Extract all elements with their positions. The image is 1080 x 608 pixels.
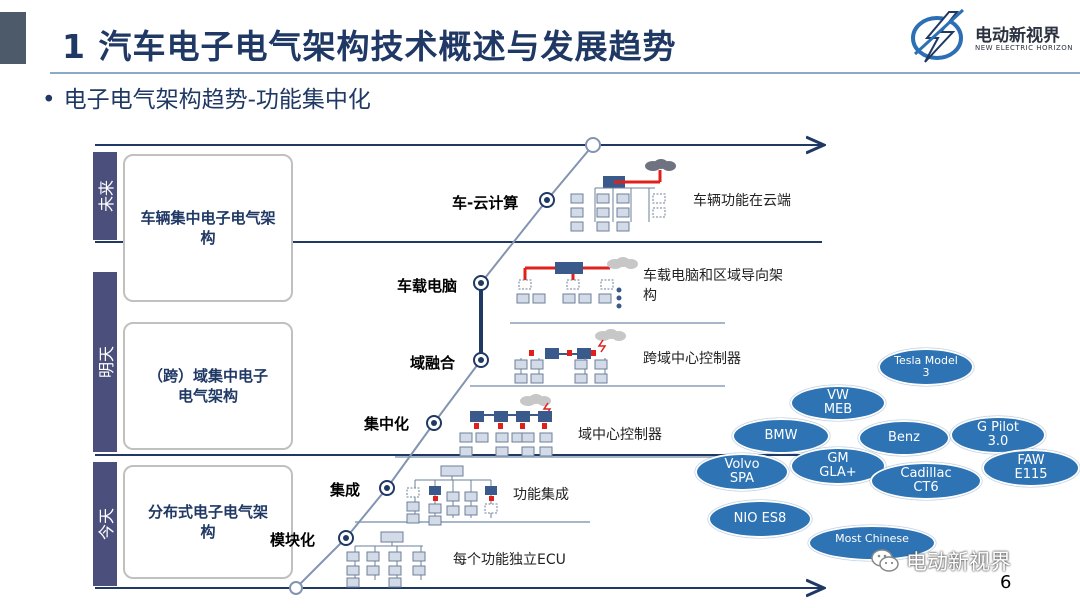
path-start-node <box>289 581 303 595</box>
page-title: 1 汽车电子电气架构技术概述与发展趋势 <box>62 27 677 66</box>
platform-ellipse: NIO ES8 <box>708 500 812 538</box>
path-end-node <box>585 137 601 153</box>
band-label-today: 今天 <box>93 462 117 586</box>
evolution-path <box>295 144 594 589</box>
stage-node-computer <box>473 275 489 291</box>
stage-label-modular: 模块化 <box>270 531 316 549</box>
brand-logo: 电动新视界 NEW ELECTRIC HORIZON <box>905 8 1080 66</box>
stage-desc-integrate: 功能集成 <box>513 487 569 503</box>
logo-chinese-text: 电动新视界 <box>975 26 1060 46</box>
subtitle-text: 电子电气架构趋势-功能集中化 <box>63 87 371 113</box>
header-accent-bar <box>0 12 26 64</box>
band-label-future: 未来 <box>93 152 117 240</box>
stage-desc-modular: 每个功能独立ECU <box>453 552 566 568</box>
stage-label-fusion: 域融合 <box>410 354 456 372</box>
topology-domain <box>459 394 553 457</box>
page-number: 6 <box>1000 572 1012 593</box>
stage-node-integrate <box>379 480 395 496</box>
topology-modular <box>346 531 426 588</box>
stage-node-centralize <box>426 415 442 431</box>
title-divider <box>50 72 1080 74</box>
topology-integration <box>406 465 498 526</box>
stage-label-cloud: 车-云计算 <box>452 194 519 212</box>
stage-desc-cloud: 车辆功能在云端 <box>693 193 791 209</box>
topology-vehicle-computer <box>516 257 638 309</box>
platform-ellipse: Volvo SPA <box>695 453 789 491</box>
platform-ellipse: Benz <box>858 420 950 456</box>
stage-label-computer: 车载电脑 <box>397 277 458 295</box>
subtitle-bullet: • <box>42 87 56 113</box>
stage-label-integrate: 集成 <box>330 481 361 499</box>
stage-node-fusion <box>473 352 489 368</box>
stage-node-cloud <box>539 192 555 208</box>
platform-ellipse: Tesla Model 3 <box>878 348 974 386</box>
stage-label-centralize: 集中化 <box>364 415 410 433</box>
topology-cross-domain <box>514 329 626 384</box>
band-label-tomorrow: 明天 <box>93 272 117 452</box>
wechat-icon <box>871 549 899 572</box>
lightning-orbit-icon <box>911 8 965 63</box>
arch-box-vehicle-central: 车辆集中电子电气架构 <box>123 154 293 302</box>
topology-cloud <box>570 159 676 232</box>
platform-ellipse: VW MEB <box>790 385 886 421</box>
section-subtitle: • 电子电气架构趋势-功能集中化 <box>42 80 371 114</box>
platform-ellipse: FAW E115 <box>982 449 1080 487</box>
wechat-watermark: 电动新视界 <box>870 546 1011 576</box>
stage-node-modular <box>338 530 354 546</box>
arch-box-cross-domain: （跨）域集中电子电气架构 <box>123 322 293 450</box>
stage-desc-fusion: 跨域中心控制器 <box>643 351 741 367</box>
platform-ellipse: Cadillac CT6 <box>870 462 982 500</box>
stage-desc-computer: 车载电脑和区域导向架构 <box>643 268 783 304</box>
arch-box-distributed: 分布式电子电气架构 <box>123 465 293 579</box>
logo-english-text: NEW ELECTRIC HORIZON <box>975 44 1073 52</box>
platform-ellipse: BMW <box>732 418 830 454</box>
watermark-text: 电动新视界 <box>906 550 1011 574</box>
stage-desc-centralize: 域中心控制器 <box>578 427 662 443</box>
